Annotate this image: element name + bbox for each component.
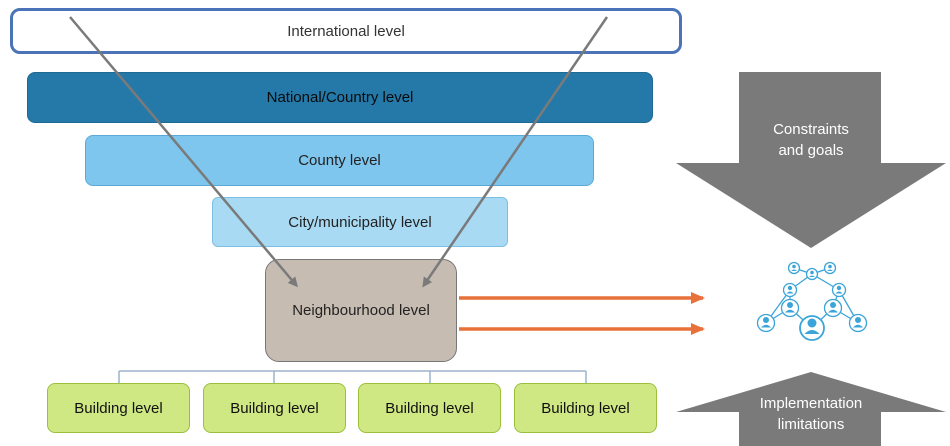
constraints-down-arrow	[676, 72, 946, 248]
international-level-box: International level	[10, 8, 682, 54]
diagonal-arrow-right	[422, 16, 609, 288]
building-level-box: Building level	[203, 383, 346, 433]
building-level-box: Building level	[358, 383, 501, 433]
international-level-label: International level	[287, 22, 405, 40]
building-level-label: Building level	[541, 399, 630, 417]
national-level-label: National/Country level	[266, 89, 414, 106]
implementation-label-line1: Implementation	[759, 395, 863, 412]
building-level-label: Building level	[385, 399, 474, 417]
city-level-label: City/municipality level	[288, 213, 432, 231]
county-level-label: County level	[298, 152, 381, 169]
building-level-box: Building level	[514, 383, 657, 433]
constraints-label: Constraints and goals	[731, 119, 891, 161]
diagonal-arrow-left	[69, 16, 298, 288]
constraints-label-line1: Constraints	[773, 121, 849, 138]
constraints-label-line2: and goals	[778, 142, 844, 159]
building-level-label: Building level	[230, 399, 319, 417]
neighbourhood-level-label: Neighbourhood level	[292, 302, 430, 319]
implementation-label-line2: limitations	[777, 416, 845, 433]
building-level-label: Building level	[74, 399, 163, 417]
city-level-box: City/municipality level	[212, 197, 508, 247]
national-level-box: National/Country level	[27, 72, 653, 123]
neighbourhood-level-box: Neighbourhood level	[265, 259, 457, 362]
building-level-box: Building level	[47, 383, 190, 433]
implementation-up-arrow	[676, 372, 946, 446]
implementation-label: Implementation limitations	[731, 393, 891, 435]
